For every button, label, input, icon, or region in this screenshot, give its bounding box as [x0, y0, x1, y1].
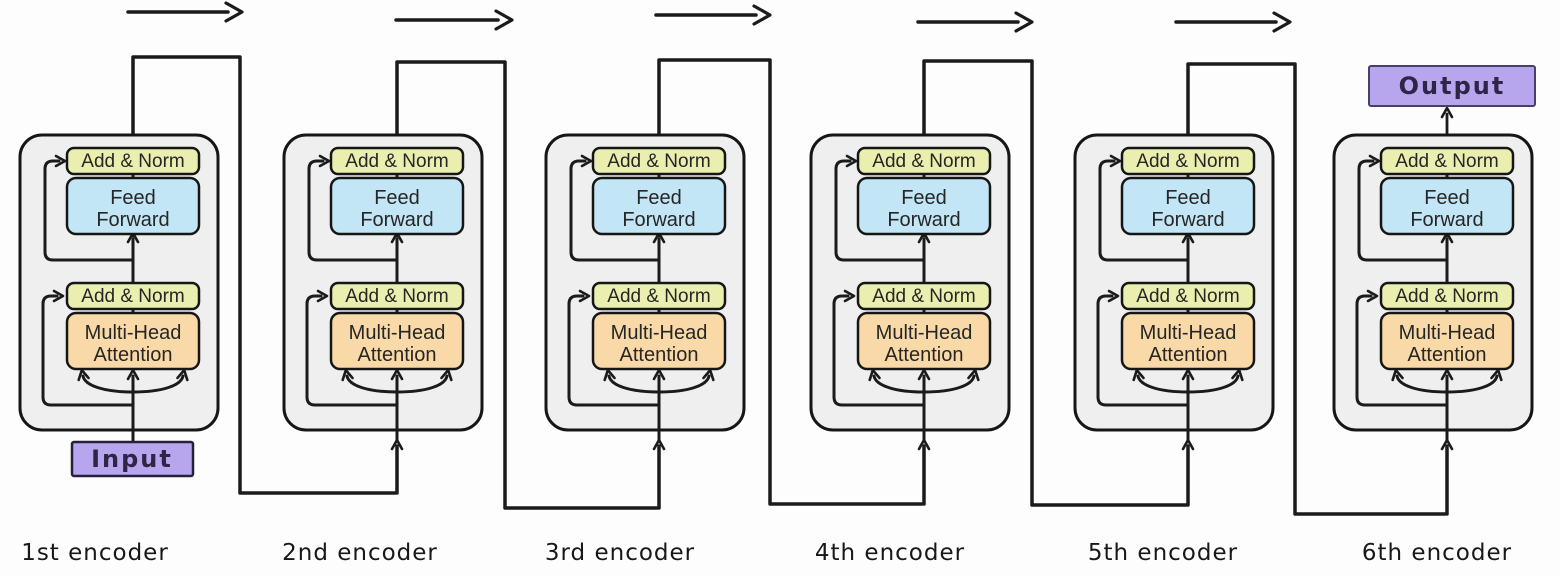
attention-label-2: Attention: [1149, 344, 1228, 366]
attention-label-1: Multi-Head: [85, 322, 182, 344]
add-norm-label: Add & Norm: [872, 286, 975, 307]
output-label: Output: [1399, 72, 1506, 100]
feed-forward-label-1: Feed: [110, 187, 156, 209]
feed-forward-label-1: Feed: [1424, 187, 1470, 209]
encoder-3: Add & Norm Feed Forward Add & Norm Multi…: [546, 135, 744, 440]
add-norm-label: Add & Norm: [1136, 151, 1239, 172]
skip-connections: [131, 55, 1454, 516]
top-flow-arrows: [126, 1, 1292, 33]
skip-connection-1-2: [131, 55, 397, 495]
skip-connection-3-4: [657, 58, 924, 506]
add-norm-label: Add & Norm: [1395, 151, 1498, 172]
skip-connection-4-5: [922, 59, 1188, 507]
input-box: [70, 440, 195, 478]
encoder-label-3: 3rd encoder: [545, 540, 695, 566]
feed-forward-label-1: Feed: [636, 187, 682, 209]
encoder-2: Add & Norm Feed Forward Add & Norm Multi…: [284, 135, 482, 440]
input-label: Input: [91, 445, 173, 473]
add-norm-label: Add & Norm: [1136, 286, 1239, 307]
attention-label-1: Multi-Head: [1140, 322, 1237, 344]
input-group: Input: [70, 440, 195, 478]
attention-label-2: Attention: [1408, 344, 1487, 366]
feed-forward-label-2: Forward: [360, 209, 433, 231]
feed-forward-label-2: Forward: [96, 209, 169, 231]
skip-connection-5-6: [1186, 62, 1447, 516]
encoder-captions: 1st encoder 2nd encoder 3rd encoder 4th …: [21, 540, 1512, 566]
add-norm-label: Add & Norm: [607, 286, 710, 307]
attention-label-2: Attention: [358, 344, 437, 366]
feed-forward-label-2: Forward: [1151, 209, 1224, 231]
output-group: Output: [1368, 65, 1536, 154]
attention-label-1: Multi-Head: [349, 322, 446, 344]
feed-forward-label-2: Forward: [887, 209, 960, 231]
skip-connection-2-3: [395, 60, 659, 510]
encoder-label-1: 1st encoder: [21, 540, 169, 566]
encoder-1: Add & Norm Feed Forward Add & Norm Multi…: [20, 135, 218, 440]
attention-label-1: Multi-Head: [1399, 322, 1496, 344]
add-norm-label: Add & Norm: [81, 151, 184, 172]
encoder-5: Add & Norm Feed Forward Add & Norm Multi…: [1075, 135, 1273, 440]
encoder-6: Add & Norm Feed Forward Add & Norm Multi…: [1334, 135, 1532, 440]
feed-forward-label-2: Forward: [1410, 209, 1483, 231]
add-norm-label: Add & Norm: [81, 286, 184, 307]
add-norm-label: Add & Norm: [607, 151, 710, 172]
feed-forward-label-1: Feed: [374, 187, 420, 209]
attention-label-2: Attention: [94, 344, 173, 366]
encoder-label-2: 2nd encoder: [282, 540, 438, 566]
attention-label-2: Attention: [885, 344, 964, 366]
encoder-label-6: 6th encoder: [1362, 540, 1512, 566]
add-norm-label: Add & Norm: [345, 286, 448, 307]
add-norm-label: Add & Norm: [345, 151, 448, 172]
attention-label-1: Multi-Head: [876, 322, 973, 344]
encoder-4: Add & Norm Feed Forward Add & Norm Multi…: [811, 135, 1009, 440]
encoder-label-4: 4th encoder: [815, 540, 965, 566]
feed-forward-label-1: Feed: [1165, 187, 1211, 209]
add-norm-label: Add & Norm: [1395, 286, 1498, 307]
attention-label-2: Attention: [620, 344, 699, 366]
feed-forward-label-2: Forward: [622, 209, 695, 231]
attention-label-1: Multi-Head: [611, 322, 708, 344]
feed-forward-label-1: Feed: [901, 187, 947, 209]
add-norm-label: Add & Norm: [872, 151, 975, 172]
encoder-label-5: 5th encoder: [1088, 540, 1238, 566]
output-box: [1368, 65, 1536, 107]
